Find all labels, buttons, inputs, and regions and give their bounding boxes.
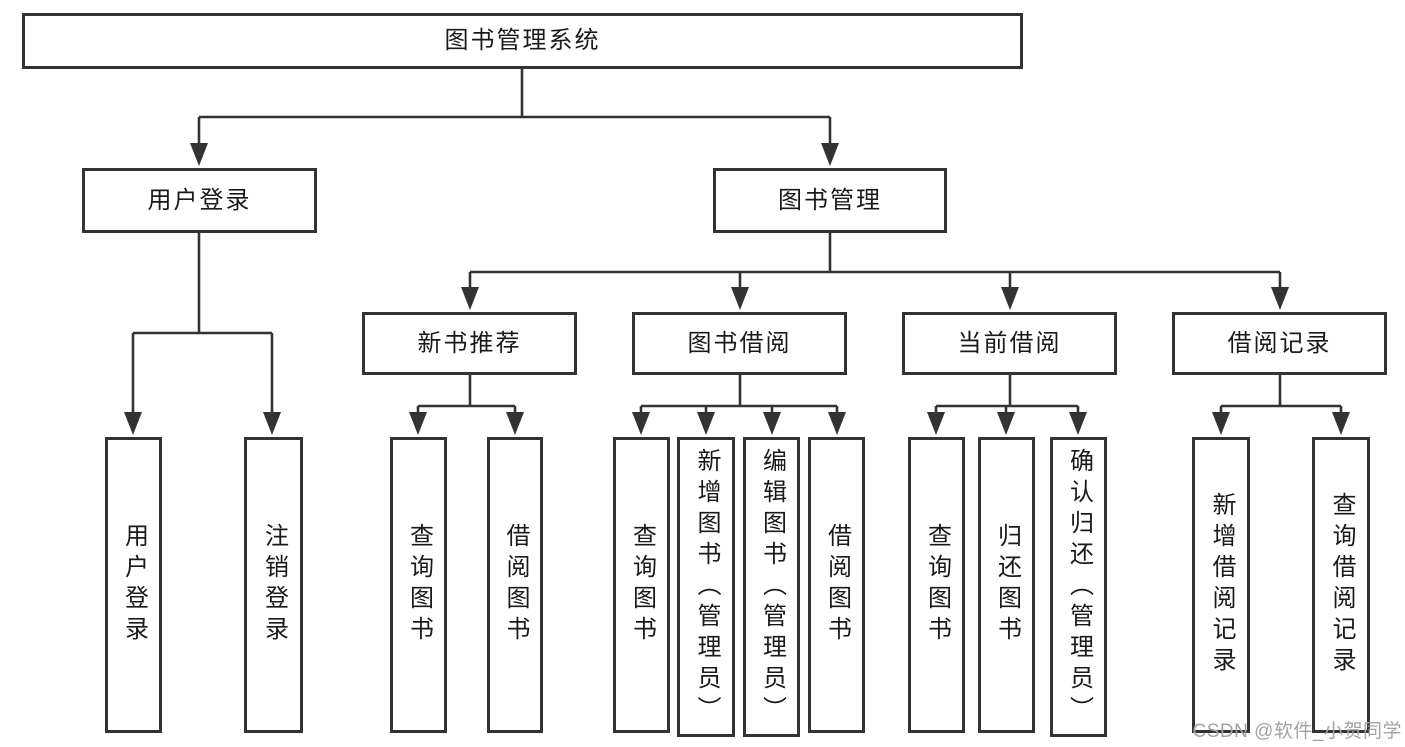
connector-line	[197, 69, 832, 146]
node-book-management: 图书管理	[713, 168, 947, 233]
connector-line	[416, 375, 517, 415]
node-root-system: 图书管理系统	[22, 13, 1023, 69]
arrowhead-icon	[632, 412, 650, 435]
arrowhead-icon	[1271, 287, 1289, 310]
leaf-add-book-admin: 新增图书（管理员）	[677, 437, 735, 737]
node-borrow-records: 借阅记录	[1172, 312, 1387, 375]
leaf-query-books-current: 查询图书	[908, 437, 965, 733]
arrowhead-icon	[506, 412, 524, 435]
connector-line	[1219, 375, 1343, 415]
arrowhead-icon	[1332, 412, 1350, 435]
node-book-borrow: 图书借阅	[632, 312, 847, 375]
arrowhead-icon	[1001, 287, 1019, 310]
leaf-return-book: 归还图书	[978, 437, 1035, 733]
arrowhead-icon	[828, 412, 846, 435]
connector-line	[131, 233, 274, 415]
leaf-query-books-recommend: 查询图书	[390, 437, 447, 733]
node-user-login: 用户登录	[82, 168, 317, 233]
connector-line	[468, 233, 1282, 290]
connector-line	[639, 375, 839, 415]
arrowhead-icon	[821, 143, 839, 166]
leaf-user-login: 用户登录	[105, 437, 162, 733]
arrowhead-icon	[763, 412, 781, 435]
leaf-confirm-return-admin: 确认归还（管理员）	[1050, 437, 1107, 737]
leaf-borrow-books-borrow: 借阅图书	[808, 437, 865, 733]
leaf-borrow-books-recommend: 借阅图书	[487, 437, 543, 733]
arrowhead-icon	[409, 412, 427, 435]
arrowhead-icon	[927, 412, 945, 435]
arrowhead-icon	[731, 287, 749, 310]
arrowhead-icon	[461, 287, 479, 310]
arrowhead-icon	[190, 143, 208, 166]
csdn-watermark: CSDN @软件_小贺同学	[1192, 721, 1402, 742]
connector-line	[934, 375, 1080, 415]
leaf-query-books-borrow: 查询图书	[613, 437, 670, 733]
arrowhead-icon	[1212, 412, 1230, 435]
node-new-book-recommend: 新书推荐	[362, 312, 577, 375]
leaf-add-borrow-record: 新增借阅记录	[1192, 437, 1250, 733]
leaf-query-borrow-record: 查询借阅记录	[1312, 437, 1370, 733]
arrowhead-icon	[124, 412, 142, 435]
node-current-borrow: 当前借阅	[902, 312, 1117, 375]
arrowhead-icon	[263, 412, 281, 435]
leaf-edit-book-admin: 编辑图书（管理员）	[743, 437, 800, 737]
leaf-logout: 注销登录	[244, 437, 303, 733]
arrowhead-icon	[697, 412, 715, 435]
arrowhead-icon	[997, 412, 1015, 435]
arrowhead-icon	[1069, 412, 1087, 435]
